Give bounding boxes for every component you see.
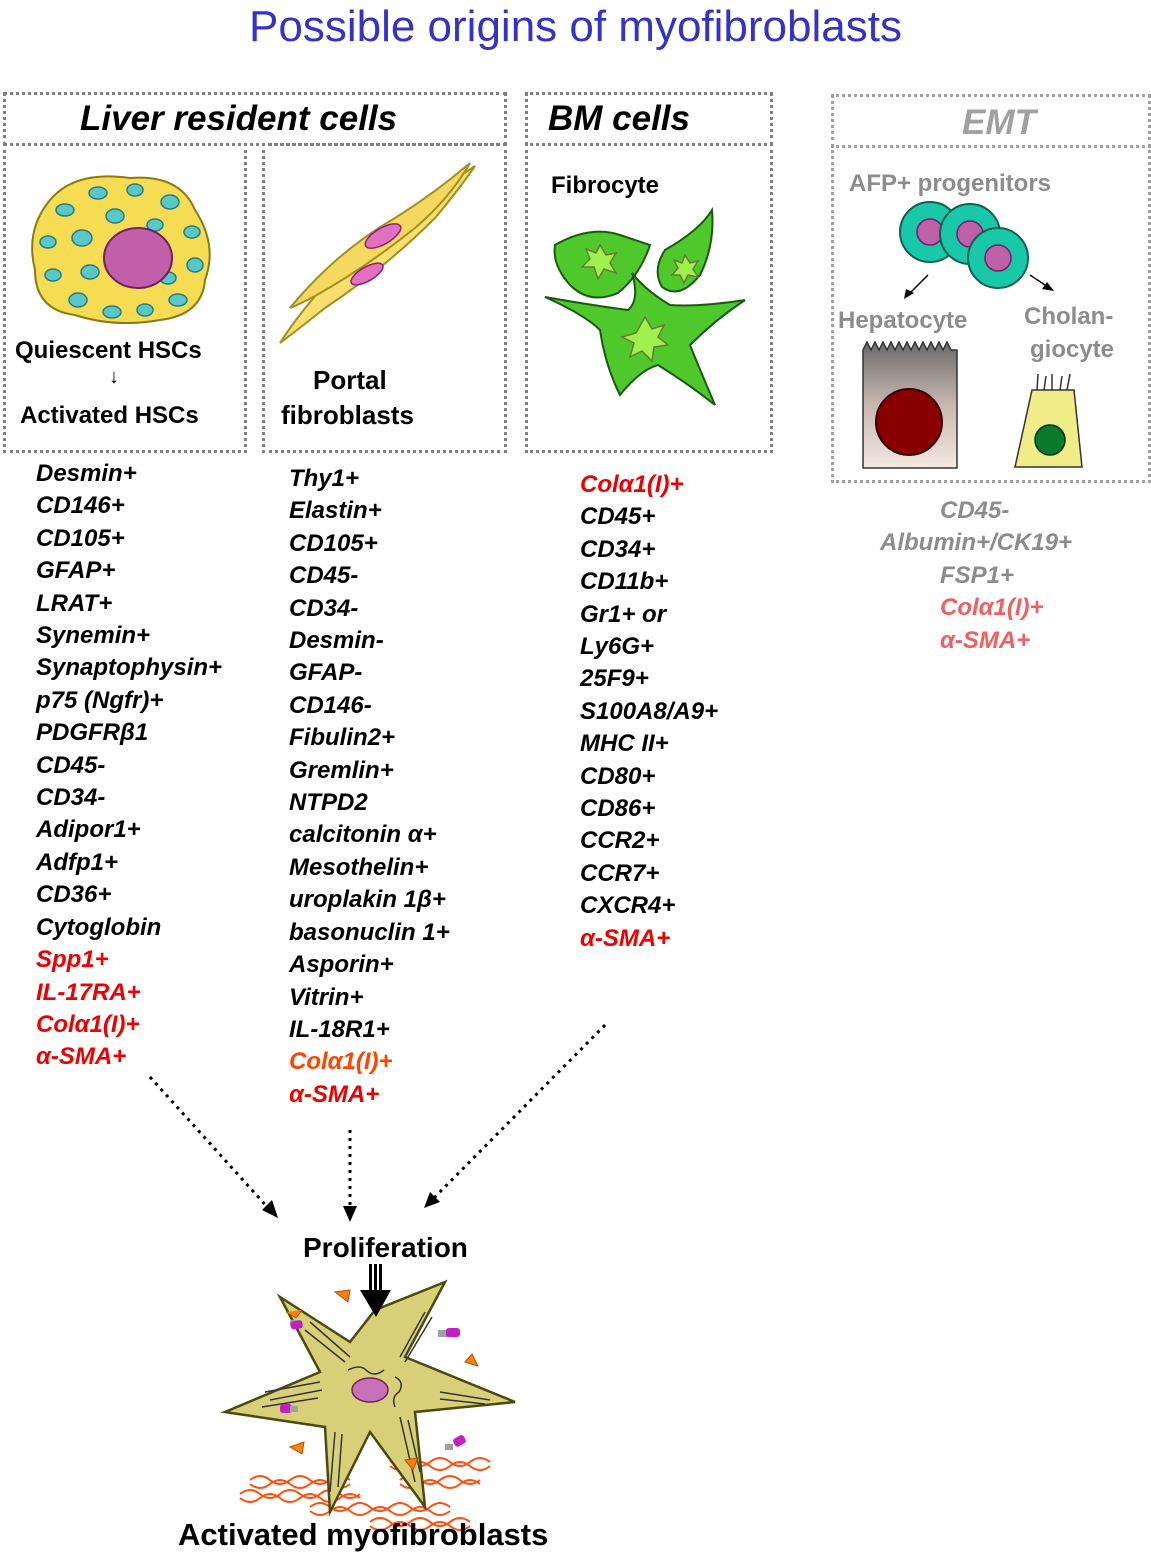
quiescent-hsc-label: Quiescent HSCs xyxy=(15,337,202,364)
marker-item: Thy1+ xyxy=(289,465,360,492)
marker-item: CD45- xyxy=(36,751,106,779)
marker-item: Adipor1+ xyxy=(36,816,141,844)
marker-item: IL-18R1+ xyxy=(289,1015,390,1043)
liver-resident-group xyxy=(3,92,507,146)
portal-fibroblast-illustration xyxy=(279,162,476,344)
emt-differentiation-arrows xyxy=(904,274,1054,299)
hepatocyte-label: Hepatocyte xyxy=(838,307,968,334)
hepatocyte-illustration xyxy=(862,340,958,469)
hsc-cell-illustration xyxy=(31,175,211,325)
activated-hsc-label: Activated HSCs xyxy=(20,402,199,429)
marker-item: LRAT+ xyxy=(36,589,113,617)
marker-item: CCR7+ xyxy=(580,859,660,887)
marker-item: GFAP- xyxy=(289,659,363,687)
marker-item: FSP1+ xyxy=(940,561,1015,589)
marker-item: Mesothelin+ xyxy=(289,853,429,881)
marker-item: CD34+ xyxy=(580,535,656,563)
marker-item: basonuclin 1+ xyxy=(289,918,450,946)
marker-item: Spp1+ xyxy=(36,946,109,974)
marker-item: Adfp1+ xyxy=(36,848,119,876)
marker-item: CD86+ xyxy=(580,795,656,823)
marker-item: CD146- xyxy=(289,691,372,719)
portal-fibroblast-label-1: Portal xyxy=(313,365,387,395)
marker-item: α-SMA+ xyxy=(36,1043,127,1071)
cholangiocyte-label-1: Cholan- xyxy=(1024,303,1114,330)
marker-item: Synaptophysin+ xyxy=(36,654,223,682)
marker-item: CD45- xyxy=(940,497,1010,524)
marker-item: Ly6G+ xyxy=(580,633,655,661)
hsc-marker-list: Desmin+ CD146+ CD105+ GFAP+ LRAT+ Synemin+ Syn… xyxy=(36,458,222,1074)
marker-item: Gremlin+ xyxy=(289,756,394,784)
marker-item: CCR2+ xyxy=(580,827,660,855)
liver-resident-header: Liver resident cells xyxy=(80,99,398,138)
marker-item: IL-17RA+ xyxy=(36,978,141,1006)
hsc-box xyxy=(3,143,247,453)
portal-marker-list: Thy1+ Elastin+ CD105+ CD45- CD34- Desmin- GFAP… xyxy=(289,463,450,1111)
emt-marker-list: CD45- Albumin+/CK19+ FSP1+ Colα1(I)+ α-SMA+ xyxy=(0,495,1140,657)
marker-item: Asporin+ xyxy=(289,951,394,979)
marker-item: Colα1(I)+ xyxy=(580,471,684,498)
marker-item: CD34- xyxy=(36,784,106,812)
marker-item: CD36+ xyxy=(36,881,112,909)
marker-item: CD146+ xyxy=(36,492,125,520)
fibrocyte-label: Fibrocyte xyxy=(551,172,660,199)
marker-item: GFAP+ xyxy=(36,557,116,585)
marker-item: Cytoglobin xyxy=(36,913,162,941)
activated-myofibroblasts-label: Activated myofibroblasts xyxy=(178,1517,549,1552)
marker-item: Colα1(I)+ xyxy=(289,1048,393,1076)
emt-header: EMT xyxy=(962,103,1036,142)
afp-progenitor-cells xyxy=(899,201,1029,289)
marker-item: PDGFRβ1 xyxy=(36,719,149,747)
cholangiocyte-label-2: giocyte xyxy=(1030,336,1115,363)
bm-header: BM cells xyxy=(548,99,690,138)
portal-fibroblast-label-2: fibroblasts xyxy=(281,400,414,430)
fibrocyte-box xyxy=(525,143,773,453)
marker-item: Vitrin+ xyxy=(289,983,364,1011)
marker-item: NTPD2 xyxy=(289,789,368,817)
marker-item: Colα1(I)+ xyxy=(36,1010,140,1038)
figure-title: Possible origins of myofibroblasts xyxy=(249,2,902,51)
proliferation-label: Proliferation xyxy=(303,1232,468,1263)
cholangiocyte-illustration xyxy=(1014,373,1083,468)
marker-item: S100A8/A9+ xyxy=(580,697,719,725)
emt-box xyxy=(831,145,1151,483)
marker-item: α-SMA+ xyxy=(580,924,671,952)
marker-item: Fibulin2+ xyxy=(289,724,396,752)
marker-item: CD34- xyxy=(289,594,359,622)
marker-item: CD105+ xyxy=(36,524,125,552)
marker-item: Synemin+ xyxy=(36,622,151,650)
marker-item: CD11b+ xyxy=(580,568,669,596)
marker-item: p75 (Ngfr)+ xyxy=(36,686,164,714)
hsc-activation-arrow: ↓ xyxy=(109,366,119,388)
afp-progenitors-label: AFP+ progenitors xyxy=(849,170,1052,197)
marker-item: CD45+ xyxy=(580,503,656,531)
marker-item: Albumin+/CK19+ xyxy=(880,529,1073,557)
myofibroblast-illustration xyxy=(220,1264,516,1531)
marker-item: MHC II+ xyxy=(580,730,669,758)
marker-item: CXCR4+ xyxy=(580,892,676,920)
marker-item: 25F9+ xyxy=(580,665,649,693)
marker-item: Colα1(I)+ xyxy=(940,594,1044,622)
marker-item: α-SMA+ xyxy=(940,626,1031,654)
bm-marker-list: Colα1(I)+ CD45+ CD34+ CD11b+ Gr1+ or Ly6G+ 25F… xyxy=(580,469,718,955)
marker-item: uroplakin 1β+ xyxy=(289,886,446,914)
marker-item: calcitonin α+ xyxy=(289,821,437,849)
marker-item: CD80+ xyxy=(580,762,656,790)
marker-item: CD105+ xyxy=(289,529,378,557)
marker-item: Gr1+ or xyxy=(580,600,667,628)
marker-item: CD45- xyxy=(289,562,359,590)
portal-fibroblast-box xyxy=(262,143,507,453)
marker-item: Desmin+ xyxy=(36,460,137,487)
marker-item: Elastin+ xyxy=(289,497,382,525)
fibrocyte-illustration xyxy=(544,206,746,406)
marker-item: α-SMA+ xyxy=(289,1080,380,1108)
marker-item: Desmin- xyxy=(289,627,384,655)
